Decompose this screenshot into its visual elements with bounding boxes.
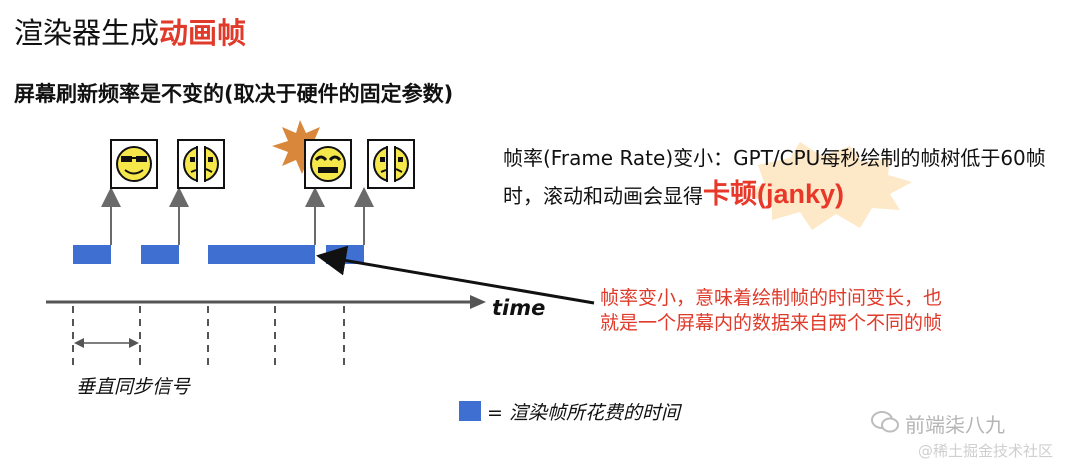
page-title: 渲染器生成动画帧 <box>14 10 246 52</box>
frame-render-bar <box>141 245 179 264</box>
subtitle: 屏幕刷新频率是不变的(取决于硬件的固定参数) <box>14 82 454 106</box>
longer-frame-note: 帧率变小，意味着绘制帧的时间变长，也就是一个屏幕内的数据来自两个不同的帧 <box>600 287 943 334</box>
screen-tearing-icon <box>367 139 415 189</box>
janky-burst <box>748 142 912 230</box>
title-main: 渲染器生成 <box>14 16 160 50</box>
frame-render-bar <box>73 245 111 264</box>
cool-face-icon <box>110 139 158 189</box>
legend-swatch <box>459 401 481 421</box>
sleepy-face-icon <box>304 139 352 189</box>
legend-text: = 渲染帧所花费的时间 <box>487 402 680 424</box>
watermark-account: 前端柒八九 <box>905 413 1005 437</box>
screen-tearing-icon <box>177 139 225 189</box>
time-axis-label: time <box>492 296 546 320</box>
callout-arrow <box>316 245 595 305</box>
vsync-interval-arrowhead-left <box>74 338 84 348</box>
janky-emphasis: 卡顿(janky) <box>703 179 845 209</box>
frame-rate-note: 帧率(Frame Rate)变小：GPT/CPU每秒绘制的帧树低于60帧时，滚动… <box>503 140 1080 214</box>
title-highlight: 动画帧 <box>159 16 247 50</box>
vsync-label: 垂直同步信号 <box>76 376 191 398</box>
time-axis-arrowhead <box>470 295 486 309</box>
vsync-interval-arrowhead-right <box>129 338 139 348</box>
frame-rate-note-text: 帧率(Frame Rate)变小：GPT/CPU每秒绘制的帧树低于60帧时，滚动… <box>503 146 1046 208</box>
wechat-icon <box>871 411 899 433</box>
frame-render-bar <box>208 245 315 264</box>
watermark-site: @稀土掘金技术社区 <box>918 442 1054 460</box>
